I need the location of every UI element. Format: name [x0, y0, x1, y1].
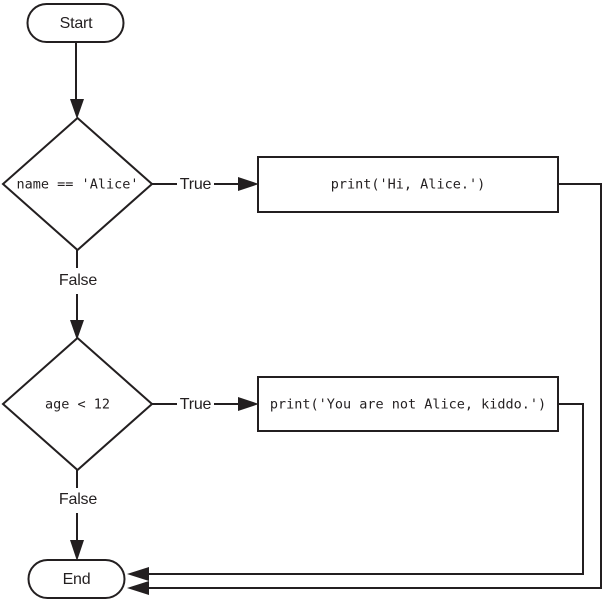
start-node-shape: [26, 3, 125, 43]
decision1-true-edge-label: True: [179, 176, 212, 193]
arrowhead-into-process2: [238, 397, 259, 411]
end-node-label: End: [62, 570, 91, 588]
process2-box-shape: [257, 376, 559, 432]
edge-process2-to-end: [148, 403, 584, 575]
arrowhead-into-decision2: [70, 320, 84, 340]
process1-box-shape: [257, 156, 559, 213]
decision1-false-edge-label: False: [58, 272, 98, 289]
decision2-label: age < 12: [44, 395, 111, 412]
process1-label: print('Hi, Alice.'): [330, 176, 486, 193]
edge-process1-to-end: [148, 183, 602, 589]
arrowhead-process2-into-end: [127, 567, 149, 581]
decision2-diamond-shape: [1, 336, 154, 472]
end-node-shape: [27, 559, 126, 599]
start-node-label: Start: [59, 14, 93, 32]
decision2-true-edge-label: True: [179, 396, 212, 413]
decision2-false-edge-label: False: [58, 491, 98, 508]
arrowhead-process1-into-end: [127, 581, 149, 595]
arrowhead-into-process1: [238, 177, 259, 191]
arrowhead-into-decision1: [70, 99, 84, 119]
process2-label: print('You are not Alice, kiddo.'): [269, 395, 547, 412]
decision1-diamond-shape: [1, 116, 154, 252]
arrowhead-false-into-end: [70, 540, 84, 561]
decision1-label: name == 'Alice': [16, 175, 139, 192]
